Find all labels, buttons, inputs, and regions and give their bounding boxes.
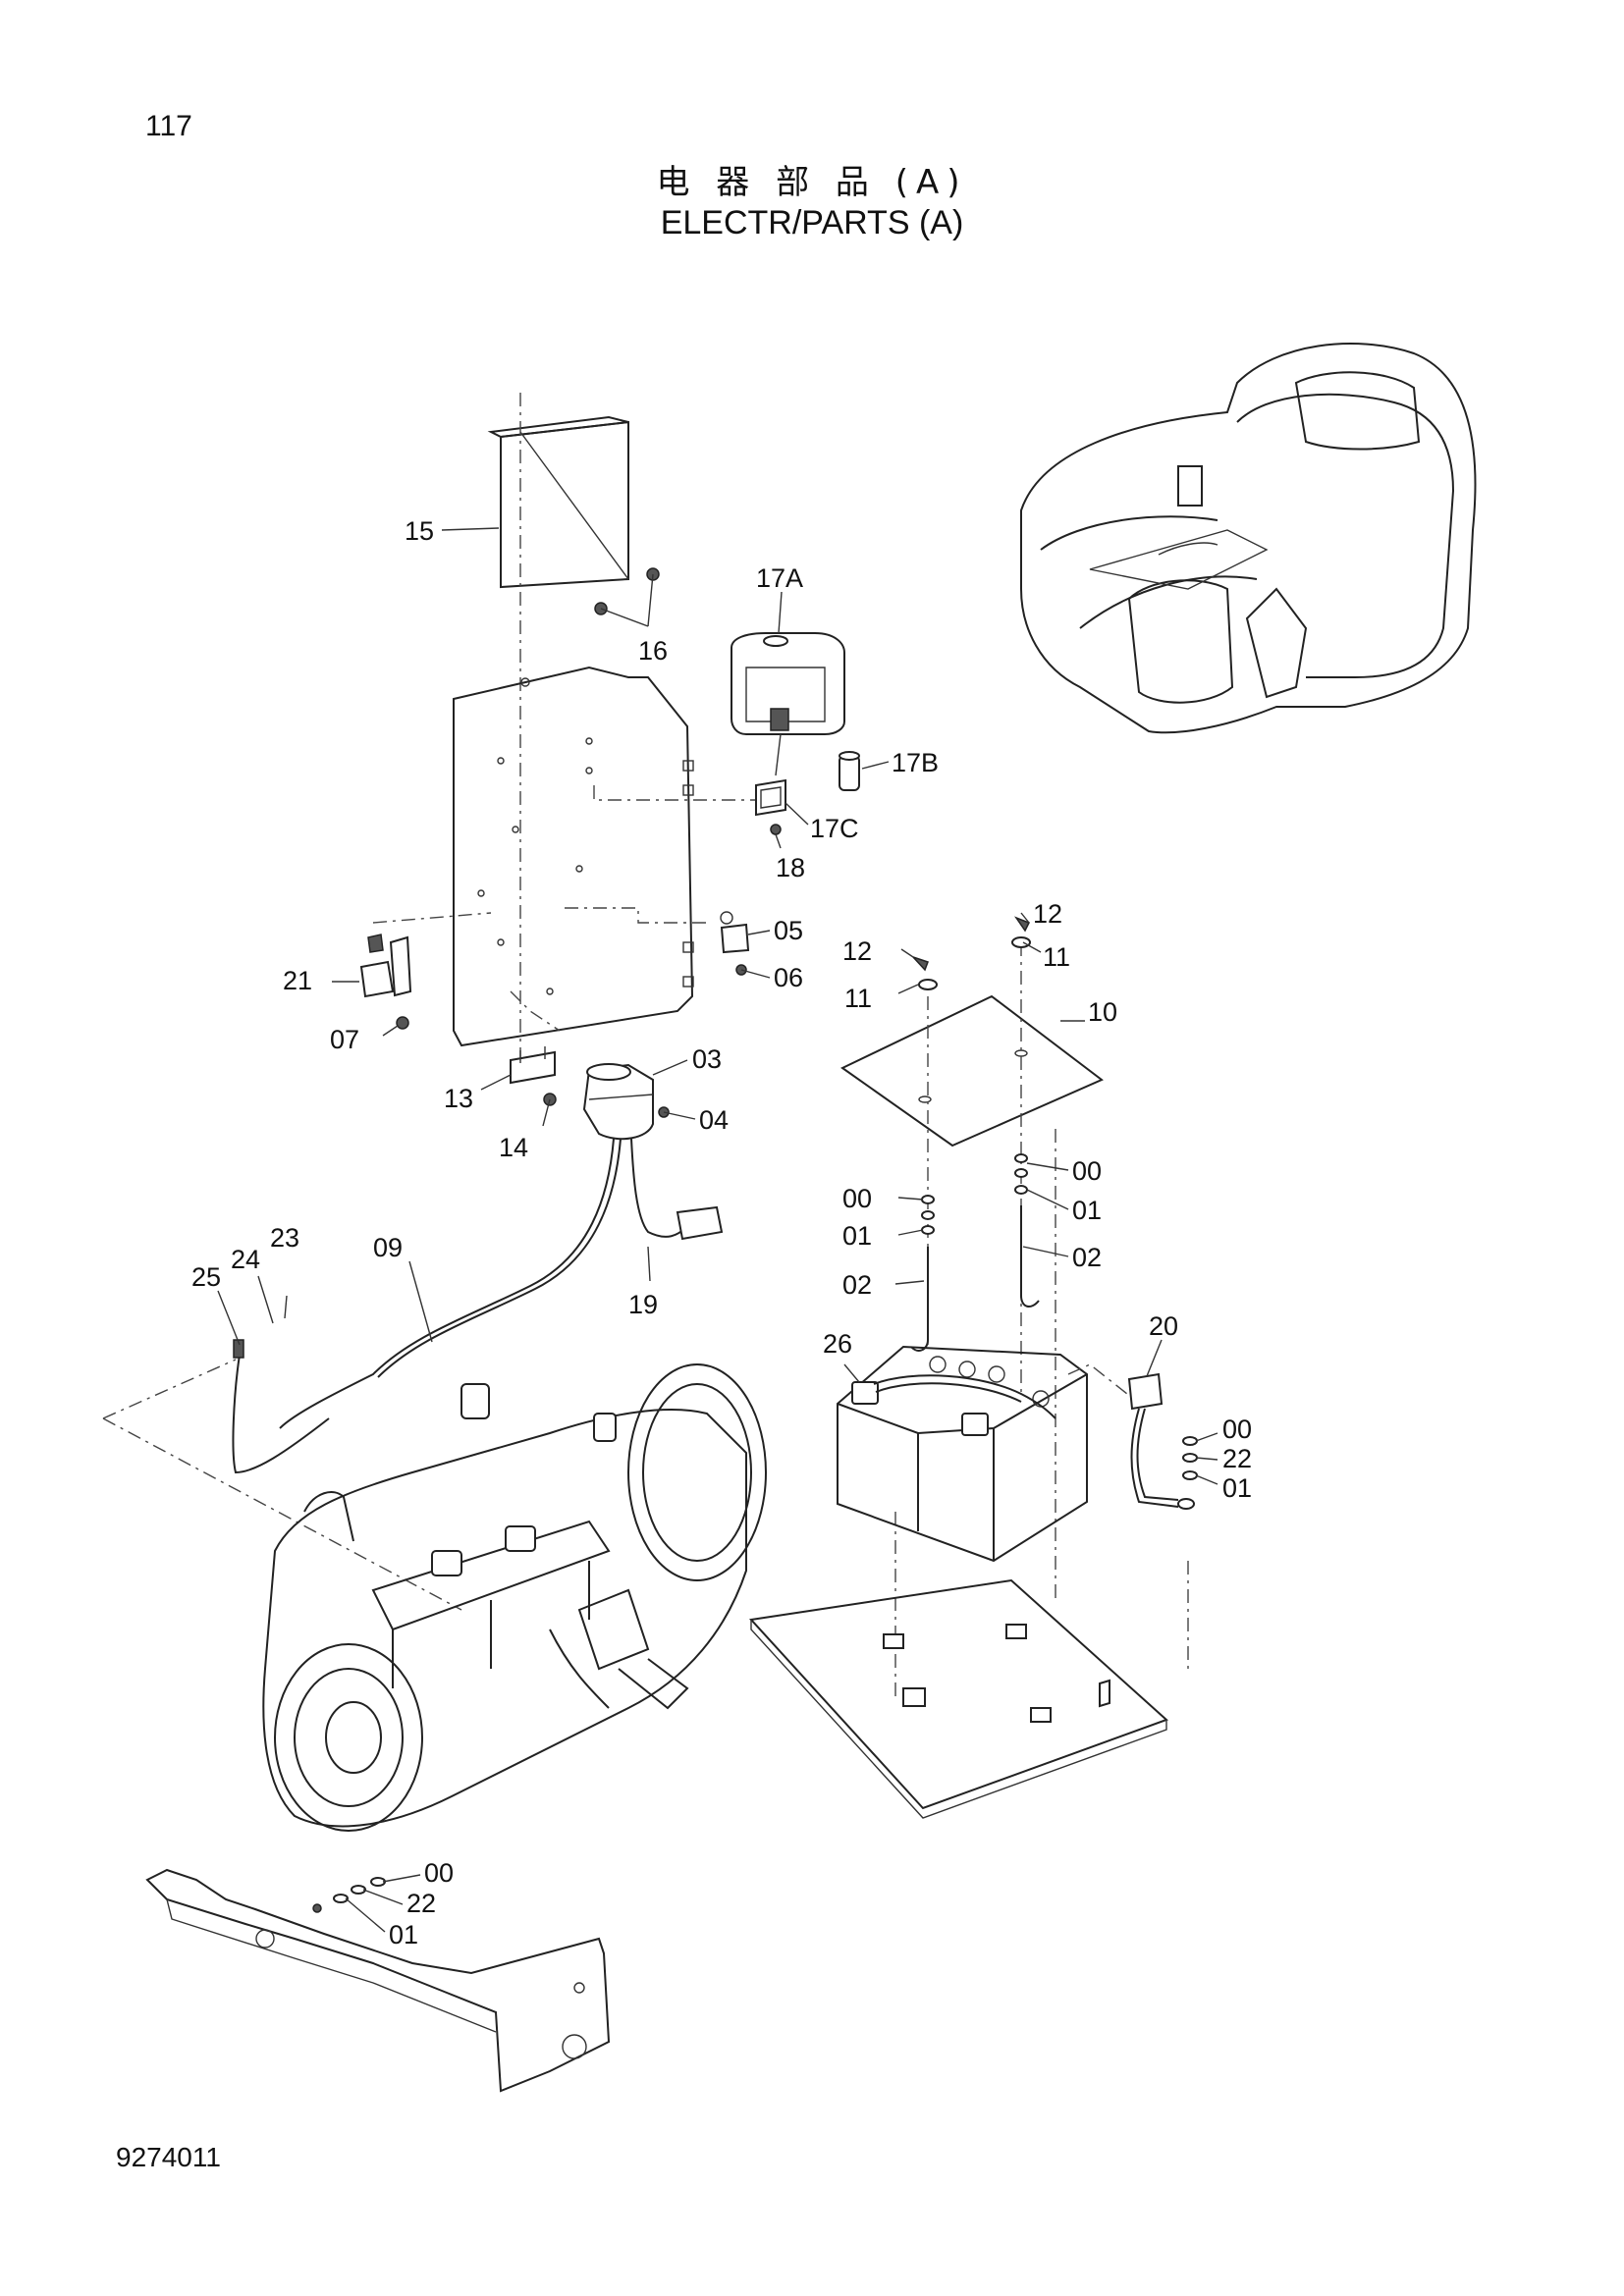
hardware-frame-00-22-01 — [333, 1877, 386, 1903]
relay-21 — [359, 934, 412, 1030]
page-number: 117 — [145, 110, 192, 142]
harness-19 — [630, 1138, 724, 1241]
callout-25: 25 — [191, 1262, 221, 1292]
switch-05 — [720, 911, 750, 976]
callout-21: 21 — [283, 966, 312, 995]
nut-washer-stack-left — [921, 1195, 935, 1235]
callout-26: 26 — [823, 1329, 852, 1359]
callout-15: 15 — [405, 516, 434, 546]
callout-01-right: 01 — [1072, 1196, 1102, 1225]
battery-26 — [837, 1345, 1088, 1563]
callout-02-right: 02 — [1072, 1243, 1102, 1272]
engine-assembly — [262, 1363, 767, 1832]
callout-07: 07 — [330, 1025, 359, 1054]
callout-12-left: 12 — [842, 936, 872, 966]
callout-13: 13 — [444, 1084, 473, 1113]
callout-06: 06 — [774, 963, 803, 992]
callout-18: 18 — [776, 853, 805, 882]
callout-00-right: 00 — [1072, 1156, 1102, 1186]
callout-19: 19 — [628, 1290, 658, 1319]
leader-lines — [217, 527, 1218, 1933]
bracket-17c — [755, 778, 786, 835]
battery-cable-20 — [1067, 1363, 1198, 1510]
callout-14: 14 — [499, 1133, 528, 1162]
title-english: ELECTR/PARTS (A) — [660, 204, 964, 241]
nut-washer-stack-right — [1014, 1153, 1028, 1195]
cable-09 — [232, 1138, 622, 1474]
callout-04: 04 — [699, 1105, 729, 1135]
callout-12-right: 12 — [1033, 899, 1062, 929]
cab-overview-illustration — [1020, 343, 1477, 734]
frame-bracket — [145, 1868, 611, 2093]
callout-17c: 17C — [810, 814, 859, 843]
callout-00-frame: 00 — [424, 1858, 454, 1888]
callout-labels: 15 16 17A 17B 17C 18 05 06 21 07 03 04 1… — [191, 516, 1252, 1949]
callout-11-left: 11 — [844, 984, 872, 1013]
callout-00-cable: 00 — [1222, 1415, 1252, 1444]
callout-00-left: 00 — [842, 1184, 872, 1213]
callout-11-right: 11 — [1043, 942, 1070, 972]
title-chinese: 电 器 部 品 (A) — [656, 163, 968, 202]
rod-02-left — [910, 1247, 929, 1352]
callout-05: 05 — [774, 916, 803, 945]
callout-22-frame: 22 — [406, 1889, 436, 1918]
callout-20: 20 — [1149, 1311, 1178, 1341]
mounting-plate — [372, 666, 766, 1047]
callout-23: 23 — [270, 1223, 299, 1253]
callout-01-cable: 01 — [1222, 1473, 1252, 1503]
callout-22-cable: 22 — [1222, 1444, 1252, 1473]
cover-panel — [487, 415, 660, 615]
battery-base-plate — [749, 1578, 1168, 1819]
callout-10: 10 — [1088, 997, 1117, 1027]
hardware-12-11-right — [1011, 916, 1031, 948]
solenoid-03 — [582, 1063, 670, 1141]
drawing-number: 9274011 — [116, 2142, 221, 2172]
callout-09: 09 — [373, 1233, 403, 1262]
callout-03: 03 — [692, 1044, 722, 1074]
relay-17a — [731, 632, 845, 776]
rod-02-right — [1020, 1205, 1040, 1308]
callout-01-frame: 01 — [389, 1920, 418, 1949]
callout-17b: 17B — [892, 748, 939, 777]
hardware-12-11-left — [912, 956, 938, 990]
callout-24: 24 — [231, 1245, 260, 1274]
battery-cover-10 — [840, 994, 1104, 1148]
sleeve-17b — [839, 751, 860, 791]
callout-17a: 17A — [756, 563, 803, 593]
callout-01-left: 01 — [842, 1221, 872, 1251]
bracket-13 — [510, 1046, 557, 1106]
callout-02-left: 02 — [842, 1270, 872, 1300]
callout-16: 16 — [638, 636, 668, 666]
